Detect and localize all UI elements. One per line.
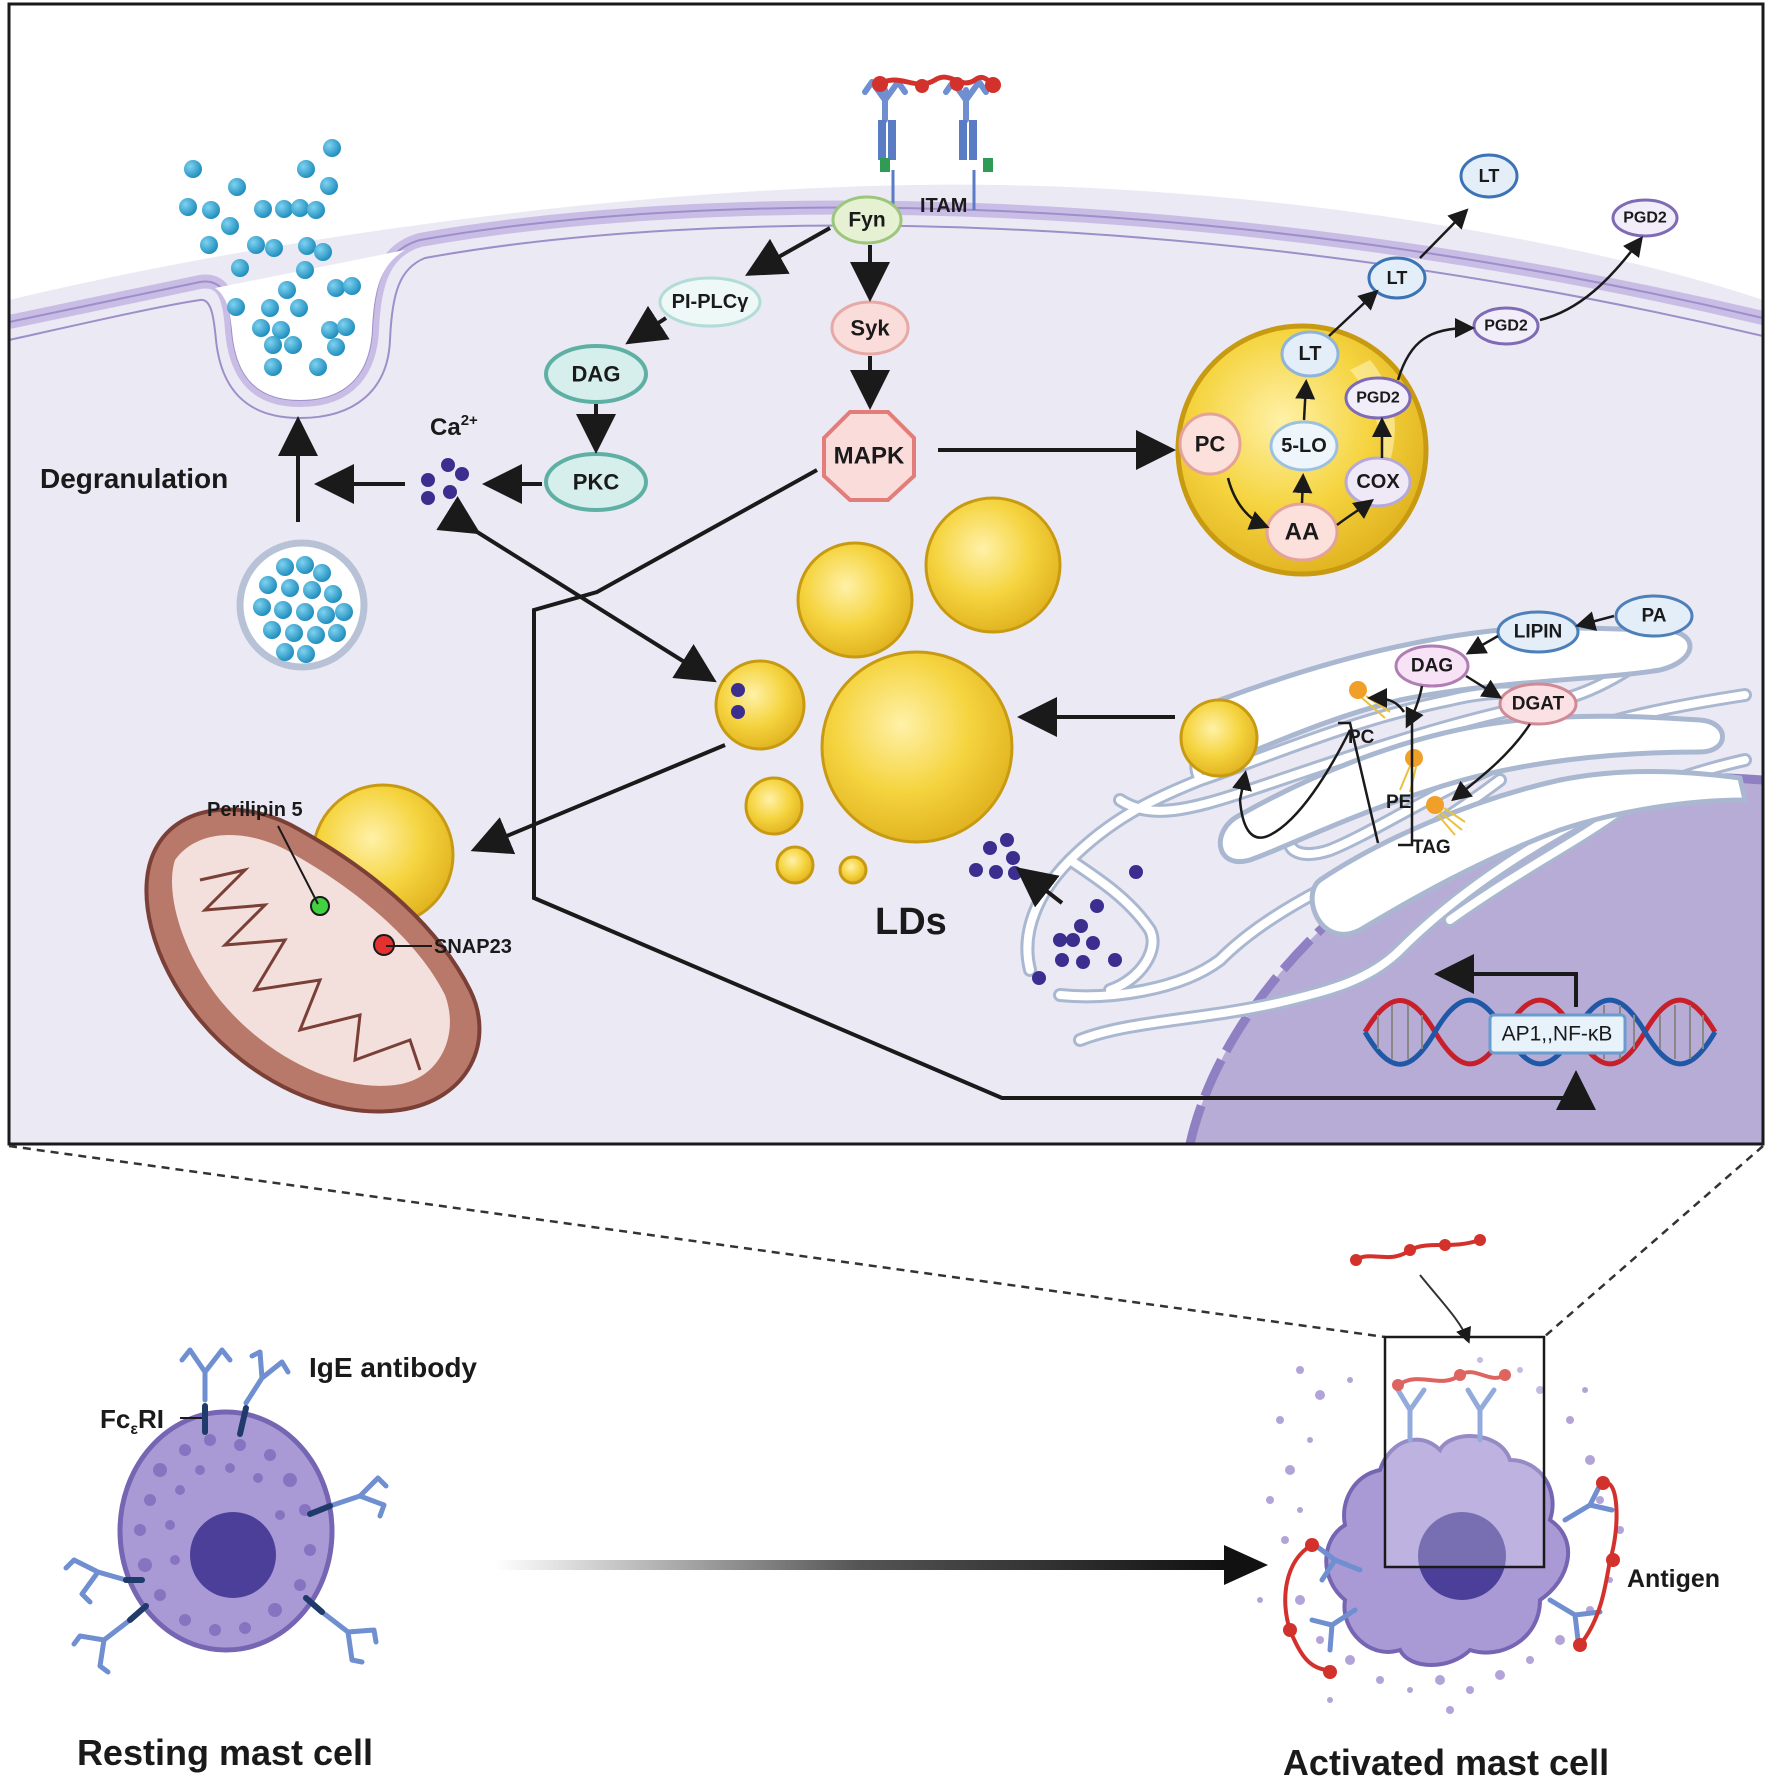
five-lo-node: 5-LO: [1269, 420, 1339, 472]
ige-antibody-label: IgE antibody: [309, 1352, 477, 1383]
cox-node: COX: [1344, 456, 1412, 508]
syk-label: Syk: [850, 316, 890, 341]
five-lo-label: 5-LO: [1281, 435, 1327, 457]
ige-receptor-icon: [862, 79, 993, 210]
resting-mast-cell-label: Resting mast cell: [77, 1732, 373, 1773]
phospholipid-icons: [1349, 681, 1466, 836]
pkc-label: PKC: [573, 470, 620, 495]
pi-plc-label: PI-PLCγ: [672, 291, 750, 313]
aa-node: AA: [1265, 502, 1339, 562]
mitochondria-icon: [144, 807, 482, 1114]
tag-label: TAG: [1412, 837, 1451, 858]
cell-panel: AP1,,NF-κB ITAM Fyn PI-PLCγ: [9, 4, 1763, 1144]
pc-ld-label: PC: [1195, 432, 1226, 457]
pgd2-node-3: PGD2: [1611, 198, 1679, 238]
pathway-arrows: [278, 226, 1596, 1110]
pgd2-2-label: PGD2: [1484, 318, 1528, 335]
syk-node: Syk: [830, 300, 910, 356]
lt-node-2: LT: [1367, 256, 1427, 300]
dag-node-er: DAG: [1394, 644, 1470, 688]
ap1-nfkb-box: [1488, 1013, 1627, 1055]
dna-icon: [1362, 997, 1718, 1067]
pgd2-3-label: PGD2: [1623, 210, 1667, 227]
ap1-nfkb-label: AP1,,NF-κB: [1502, 1023, 1613, 1046]
pe-er-label: PE: [1386, 792, 1411, 813]
dag-node-top: DAG: [544, 344, 648, 404]
perilipin-marker: [310, 896, 330, 916]
pi-plc-node: PI-PLCγ: [658, 276, 762, 328]
activated-mast-cell-label: Activated mast cell: [1283, 1742, 1609, 1780]
lipin-label: LIPIN: [1514, 622, 1563, 643]
perilipin-label: Perilipin 5: [207, 799, 303, 821]
lt-node-1: LT: [1280, 330, 1340, 378]
lt-3-label: LT: [1479, 166, 1500, 186]
granule-icon: [236, 539, 368, 671]
mast-cell-icon: [63, 1347, 389, 1675]
degranulation-label: Degranulation: [40, 463, 228, 494]
lipin-node: LIPIN: [1496, 610, 1580, 654]
mapk-node: MAPK: [822, 410, 916, 502]
snap23-label: SNAP23: [434, 936, 512, 958]
lt-node-3: LT: [1459, 153, 1519, 199]
pc-ld-node: PC: [1178, 412, 1242, 476]
lt-1-label: LT: [1299, 343, 1322, 365]
lt-2-label: LT: [1387, 268, 1408, 288]
antigen-chain-icon: [872, 74, 1001, 93]
pkc-node: PKC: [544, 452, 648, 512]
calcium-label: Ca2+: [430, 412, 478, 441]
mapk-label: MAPK: [834, 443, 905, 470]
dgat-label: DGAT: [1512, 694, 1565, 715]
calcium-icon: [421, 458, 469, 505]
antigen-label: Antigen: [1627, 1565, 1720, 1593]
fyn-label: Fyn: [848, 209, 885, 232]
released-granules: [179, 139, 361, 376]
fceri-label: FcεRI: [100, 1404, 164, 1438]
pa-label: PA: [1642, 606, 1667, 627]
dgat-node: DGAT: [1498, 682, 1578, 726]
lds-label: LDs: [875, 901, 947, 943]
zoom-box: [1383, 1335, 1546, 1569]
aa-label: AA: [1285, 519, 1320, 546]
pa-node: PA: [1614, 594, 1694, 638]
itam-label: ITAM: [920, 195, 967, 217]
cox-label: COX: [1356, 471, 1400, 493]
pgd2-node-2: PGD2: [1472, 306, 1540, 346]
dag-top-label: DAG: [572, 362, 621, 387]
lipid-droplet-icon: [311, 496, 1259, 927]
fyn-node: Fyn: [831, 195, 903, 245]
pgd2-1-label: PGD2: [1356, 390, 1400, 407]
pgd2-node-1: PGD2: [1344, 376, 1412, 420]
panel-border: [7, 2, 1765, 1146]
dag-er-label: DAG: [1411, 656, 1453, 677]
activation-arrow: [494, 1545, 1268, 1585]
activated-mast-cell: [1257, 1234, 1624, 1714]
